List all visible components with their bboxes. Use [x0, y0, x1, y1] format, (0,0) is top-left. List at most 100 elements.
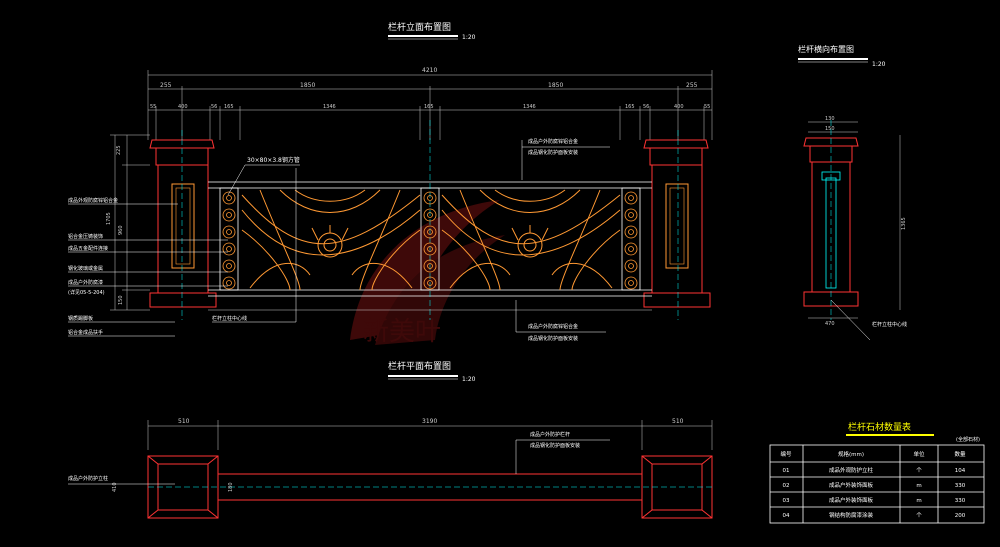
- table-cell: 02: [783, 483, 790, 489]
- post-rosettes: [222, 191, 638, 290]
- axis-label-elev: 栏杆立柱中心线: [212, 315, 247, 322]
- table-header-cell: 单位: [913, 450, 925, 458]
- rosette: [222, 242, 236, 256]
- section-scale: 1:20: [872, 61, 886, 68]
- table-cell: 03: [783, 498, 790, 504]
- rosette: [423, 242, 437, 256]
- rosette-center: [427, 212, 433, 218]
- dim-r3-6: 1346: [523, 104, 536, 110]
- plan-scale: 1:20: [462, 376, 476, 383]
- rosette: [423, 276, 437, 290]
- rosette-center: [226, 280, 232, 286]
- table-cell: 成品户外装饰面板: [829, 481, 874, 489]
- rosette-center: [427, 229, 433, 235]
- rosette-center: [628, 280, 634, 286]
- dim-r3-8: 56: [643, 104, 649, 110]
- left-label-6: 钢质踢脚板: [68, 315, 93, 322]
- plan-dim-2: 510: [672, 418, 684, 425]
- table-cell: 钢结构防腐漆涂装: [829, 511, 874, 519]
- dim-total: 4210: [422, 67, 437, 74]
- rosette: [222, 225, 236, 239]
- rosette: [222, 276, 236, 290]
- ldim-3: 150: [118, 295, 124, 305]
- rosette-center: [427, 246, 433, 252]
- svg-text:130: 130: [825, 116, 835, 122]
- rosette-center: [427, 195, 433, 201]
- infill-panel-left: [241, 189, 421, 291]
- table-cell: 330: [955, 483, 966, 489]
- elevation-left-dims: [110, 134, 150, 311]
- right-label-1: 成品钢化防护面板安装: [528, 149, 578, 156]
- rosette-center: [628, 246, 634, 252]
- rosette-center: [226, 195, 232, 201]
- table-cell: 200: [955, 513, 966, 519]
- rosette-center: [226, 212, 232, 218]
- rosette-center: [226, 246, 232, 252]
- rosette-center: [628, 229, 634, 235]
- left-label-3: 钢化玻璃或金属: [68, 265, 103, 272]
- table-title: 栏杆石材数量表: [848, 421, 911, 433]
- dim-r3-5: 165: [424, 104, 434, 110]
- rosette: [423, 191, 437, 205]
- rosette: [624, 259, 638, 273]
- left-leader-lines: [68, 203, 228, 337]
- rosette: [423, 208, 437, 222]
- dim-r3-2: 56: [211, 104, 217, 110]
- table-cell: 个: [916, 467, 922, 474]
- section-title: 栏杆横向布置图: [798, 44, 854, 54]
- ldim-1: 1705: [106, 212, 112, 225]
- rosette: [222, 259, 236, 273]
- ldim-2: 960: [118, 225, 124, 235]
- rosette: [624, 225, 638, 239]
- dim-r2-0: 255: [160, 82, 172, 89]
- table-header-cell: 数量: [954, 450, 966, 458]
- elevation-title-underline: [388, 35, 458, 37]
- right-pillar-panel: [665, 183, 689, 269]
- plan-label-0: 成品户外防护栏杆: [530, 431, 570, 438]
- rosette-center: [226, 263, 232, 269]
- table-header-cell: 编号: [780, 450, 792, 458]
- section-width-dim: 470: [825, 321, 835, 327]
- section-dims: [808, 121, 901, 319]
- rosette: [222, 191, 236, 205]
- elevation-scale: 1:20: [462, 34, 476, 41]
- table-cell: 成品户外装饰面板: [829, 496, 874, 504]
- rosette-center: [427, 263, 433, 269]
- rosette: [624, 276, 638, 290]
- svg-text:150: 150: [825, 126, 835, 132]
- left-label-1: 铝合金压铸装饰: [68, 233, 103, 240]
- dim-r3-9: 400: [674, 104, 684, 110]
- plan-left-label: 成品户外防护立柱: [68, 475, 108, 482]
- rosette-center: [427, 280, 433, 286]
- table-grid: [769, 444, 985, 524]
- left-pillar-panel: [171, 183, 195, 269]
- left-label-2: 成品五金配件连接: [68, 245, 108, 252]
- dim-r2-1: 1850: [300, 82, 315, 89]
- dim-r3-0: 55: [150, 104, 156, 110]
- right-label-0: 成品户外防腐锌铝合金: [528, 138, 578, 145]
- watermark-text: 新美叶: [363, 317, 441, 347]
- infill-panel-right: [441, 189, 621, 291]
- section-axis-label: 栏杆立柱中心线: [872, 321, 907, 328]
- plan-title: 栏杆平面布置图: [388, 360, 451, 372]
- left-label-0: 成品外观防腐锌铝合金: [68, 197, 118, 204]
- table-cell: 330: [955, 498, 966, 504]
- rosette: [222, 208, 236, 222]
- table-cell: 个: [916, 512, 922, 519]
- ldim-0: 225: [116, 145, 122, 155]
- rosette-center: [628, 263, 634, 269]
- rosette: [423, 259, 437, 273]
- dim-r3-1: 400: [178, 104, 188, 110]
- rosette-center: [628, 212, 634, 218]
- bottom-label-1: 成品钢化防护面板安装: [528, 335, 578, 342]
- plan-rail: [218, 473, 642, 501]
- section-height-dim: 1365: [901, 217, 907, 230]
- plan-side-dim-1: 180: [228, 482, 234, 492]
- plan-dim-1: 3190: [422, 418, 437, 425]
- bar-spec-label: 30×80×3.8钢方管: [247, 156, 300, 164]
- dim-r2-3: 255: [686, 82, 698, 89]
- table-cell: 104: [955, 468, 966, 474]
- rosette-center: [226, 229, 232, 235]
